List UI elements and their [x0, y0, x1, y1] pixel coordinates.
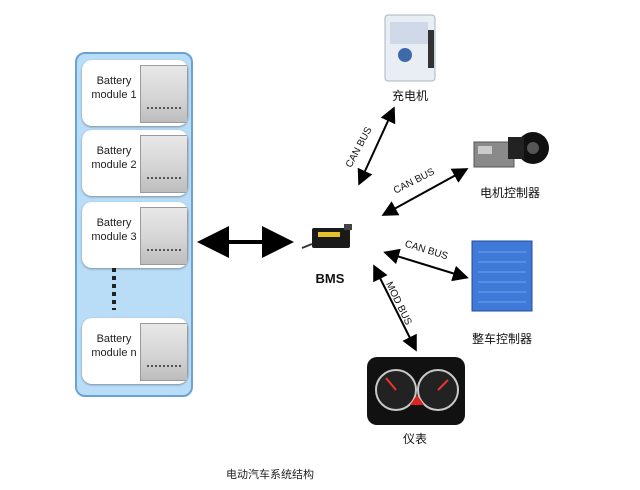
- bms-label: BMS: [315, 271, 345, 286]
- motor-controller-label: 电机控制器: [479, 186, 540, 200]
- charger-label: 充电机: [391, 89, 428, 103]
- vehicle-controller-label: 整车控制器: [471, 332, 532, 346]
- module-n-line1: Battery: [96, 333, 132, 345]
- module-2-line2: module 2: [91, 159, 137, 171]
- module-1-line1: Battery: [96, 75, 132, 87]
- instrument-cluster-image: [367, 357, 465, 425]
- module-3-line1: Battery: [96, 217, 132, 229]
- motor-controller-image: [473, 132, 549, 168]
- battery-module-1: Battery module 1: [82, 60, 188, 126]
- instrument-arrow: [373, 264, 417, 352]
- charger-image: [384, 14, 436, 82]
- battery-module-2-image: [140, 135, 188, 193]
- module-2-line1: Battery: [96, 145, 132, 157]
- battery-module-n-image: [140, 323, 188, 381]
- module-n-line2: module n: [91, 347, 137, 359]
- charger-arrow: [357, 106, 396, 186]
- diagram-caption: 电动汽车系统结构: [226, 468, 314, 481]
- instrument-label: 仪表: [402, 432, 427, 446]
- battery-pack: Battery module 1 Battery module 2 Battery m…: [75, 52, 193, 397]
- battery-module-1-image: [140, 65, 188, 123]
- module-1-line2: module 1: [91, 89, 137, 101]
- battery-module-3: Battery module 3: [82, 202, 188, 268]
- motor-controller-arrow: [381, 168, 469, 216]
- battery-module-3-image: [140, 207, 188, 265]
- battery-module-n: Battery module n: [82, 318, 188, 384]
- bms-device-image: [301, 224, 352, 249]
- vehicle-controller-image: [471, 240, 533, 312]
- ellipsis-dots: [112, 268, 116, 310]
- battery-module-2: Battery module 2: [82, 130, 188, 196]
- vehicle-controller-arrow: [383, 248, 469, 282]
- module-3-line2: module 3: [91, 231, 137, 243]
